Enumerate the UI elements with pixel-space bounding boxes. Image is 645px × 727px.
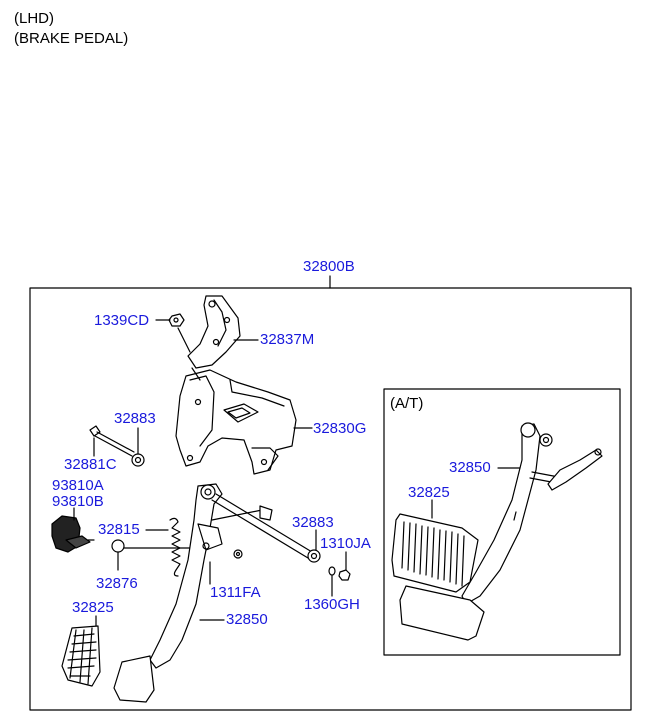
label-93810B[interactable]: 93810B: [52, 493, 104, 510]
switch-93810: [51, 515, 95, 553]
label-1311FA[interactable]: 1311FA: [210, 584, 261, 601]
pedal-arm-32850: [149, 483, 313, 669]
label-32825[interactable]: 32825: [72, 599, 114, 616]
label-at-32825[interactable]: 32825: [408, 484, 450, 501]
bracket-32830G: [175, 367, 297, 475]
inset-title: (A/T): [390, 395, 424, 412]
bush-32883-lower: [307, 549, 321, 563]
label-at-32850[interactable]: 32850: [449, 459, 491, 476]
label-32876[interactable]: 32876: [96, 575, 138, 592]
bush-32876: [111, 539, 201, 553]
washer-1360GH: [328, 566, 336, 576]
label-32800B[interactable]: 32800B: [303, 258, 355, 275]
label-1310JA[interactable]: 1310JA: [320, 535, 371, 552]
label-32830G[interactable]: 32830G: [313, 420, 367, 437]
pedal-pad-on-arm: [113, 655, 155, 703]
bracket-32837M: [187, 295, 241, 369]
label-32883-lower[interactable]: 32883: [292, 514, 334, 531]
bush-32883-upper: [131, 453, 145, 467]
header-lhd: (LHD): [14, 10, 54, 27]
pedal-pad-32825: [61, 625, 101, 687]
inset-frame: [383, 388, 621, 656]
bolt-32881C: [89, 425, 135, 457]
label-93810A[interactable]: 93810A: [52, 477, 104, 494]
label-32837M[interactable]: 32837M: [260, 331, 315, 348]
header-brake-pedal: (BRAKE PEDAL): [14, 30, 129, 47]
at-pedal-assembly: [391, 422, 603, 641]
spring-32815: [169, 517, 181, 577]
label-1360GH[interactable]: 1360GH: [304, 596, 360, 613]
clip-1311FA: [233, 549, 243, 559]
nut-1310JA: [338, 569, 351, 581]
label-32815[interactable]: 32815: [98, 521, 140, 538]
label-32881C[interactable]: 32881C: [64, 456, 117, 473]
label-1339CD[interactable]: 1339CD: [94, 312, 150, 329]
assembly-frame: [29, 287, 632, 711]
label-32850[interactable]: 32850: [226, 611, 268, 628]
label-32883-upper[interactable]: 32883: [114, 410, 156, 427]
nut-1339CD: [168, 313, 191, 353]
